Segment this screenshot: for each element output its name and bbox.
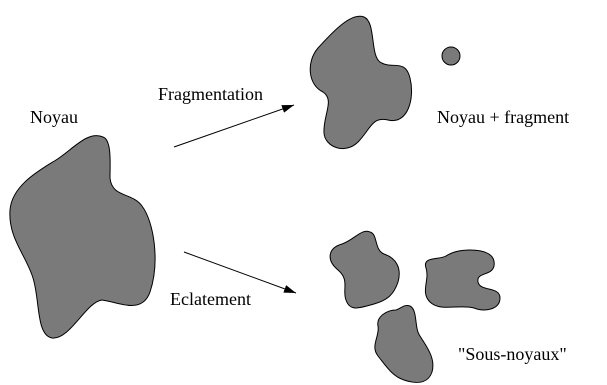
residual-nucleus-shape <box>309 15 413 150</box>
sub-nucleus-2-shape <box>424 249 501 311</box>
noyau-fragment-label: Noyau + fragment <box>437 107 569 127</box>
sub-nucleus-3-shape <box>374 305 434 383</box>
fragmentation-label: Fragmentation <box>158 84 263 104</box>
initial-nucleus-shape <box>9 135 156 339</box>
fragmentation-arrow <box>173 104 295 148</box>
sous-noyaux-label: "Sous-noyaux" <box>458 344 567 364</box>
sub-nucleus-1-shape <box>329 230 400 309</box>
noyau-label: Noyau <box>30 107 78 127</box>
emitted-fragment-shape <box>441 46 461 66</box>
eclatement-label: Eclatement <box>170 289 251 309</box>
eclatement-arrow <box>183 251 297 294</box>
